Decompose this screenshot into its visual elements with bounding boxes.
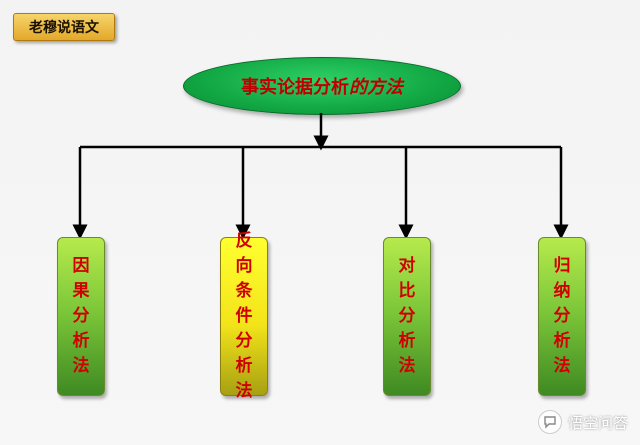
watermark: 悟空问答 [537,409,628,435]
author-badge: 老穆说语文 [13,13,115,41]
watermark-text: 悟空问答 [567,413,628,432]
method-label: 归纳分析法 [553,256,571,376]
chat-bubble-icon [537,410,562,434]
root-title-bold: 事实论据分析 [241,77,349,98]
method-box-2: 反向条件分析法 [220,231,268,401]
root-node: 事实论据分析的方法 [183,57,461,115]
method-box-4: 归纳分析法 [538,237,586,396]
method-label: 对比分析法 [398,256,416,376]
method-box-3: 对比分析法 [383,237,431,396]
method-label: 反向条件分析法 [235,231,253,401]
root-title-italic: 的方法 [349,77,403,98]
method-box-1: 因果分析法 [57,237,105,396]
method-label: 因果分析法 [72,256,90,376]
